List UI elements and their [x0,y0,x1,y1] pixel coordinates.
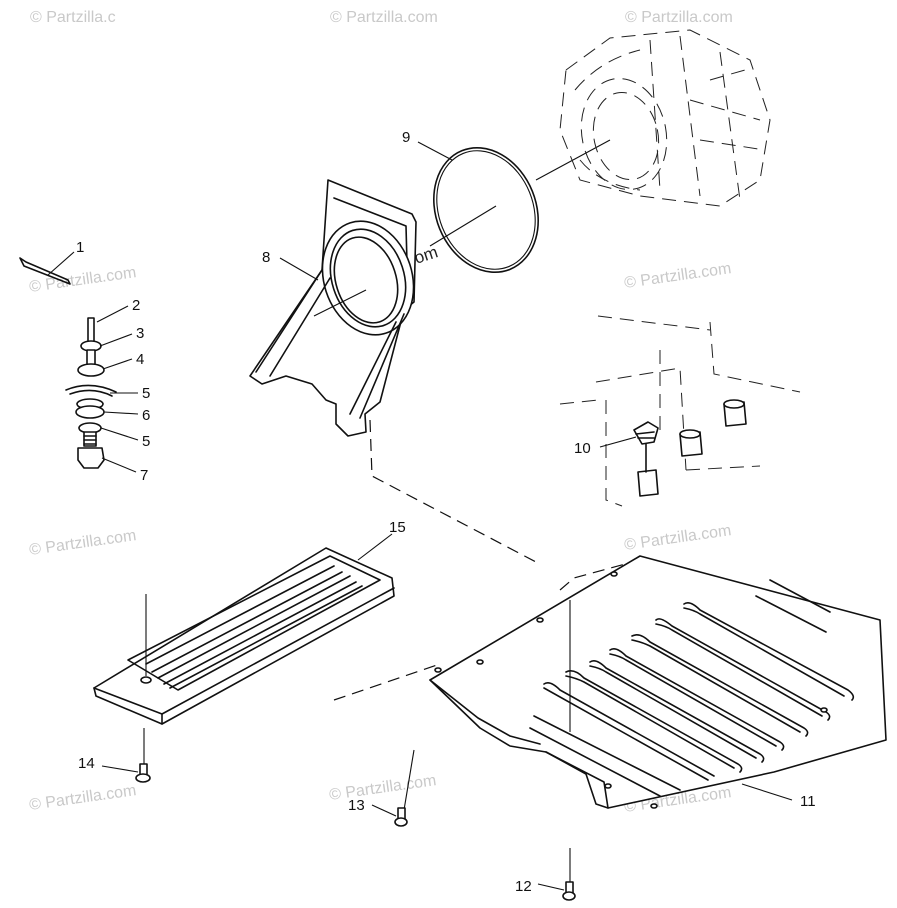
callout-1: 1 [76,239,84,256]
callout-6: 6 [142,407,150,424]
watermark: © Partzilla.com [623,260,732,292]
part-8-bracket [249,179,417,437]
part-9-o-ring [417,139,611,274]
callout-15: 15 [389,519,406,536]
part-15-skid [93,533,395,725]
watermark: © Partzilla.com [330,9,438,26]
watermark: © Partzilla.com [623,522,732,554]
callout-4: 4 [136,351,144,368]
callout-11: 11 [800,793,816,810]
watermark: © Partzilla.c [30,9,116,26]
callout-14: 14 [78,755,95,772]
watermark: © Partzilla.com [625,9,733,26]
part-10-fitting [599,421,659,473]
part-13-screw [371,749,415,827]
callout-7: 7 [140,467,148,484]
assembly-centerline [333,419,641,701]
callout-5b: 5 [142,433,150,450]
callout-9: 9 [402,129,410,146]
watermark: © Partzilla.com [28,264,137,296]
part-11-plate [429,555,887,809]
part-12-screw [537,848,576,901]
hull-outline [559,315,801,507]
watermark: © Partzilla.com [28,527,137,559]
callout-10: 10 [574,440,591,457]
watermark: © Partzilla.com [328,772,437,804]
callout-8: 8 [262,249,270,266]
callout-2: 2 [132,297,140,314]
callout-12: 12 [515,878,532,895]
pump-housing [559,29,771,207]
callout-3: 3 [136,325,144,342]
part-1-pin [19,251,75,285]
part-14-screw [101,728,151,783]
drain-plug-assembly [65,305,139,473]
callout-5a: 5 [142,385,150,402]
callout-13: 13 [348,797,365,814]
watermark: © Partzilla.com [28,782,137,814]
